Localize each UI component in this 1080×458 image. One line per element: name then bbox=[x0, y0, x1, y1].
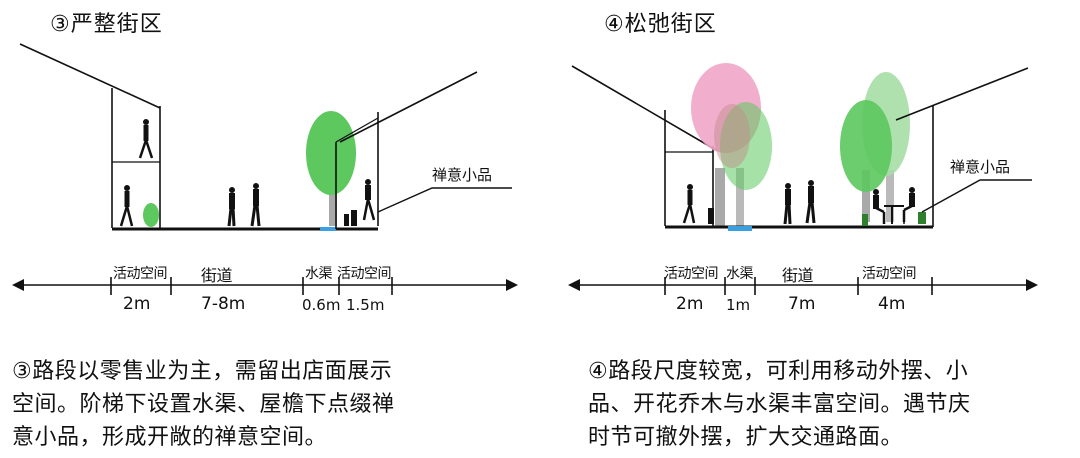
right-green-trees bbox=[840, 72, 910, 222]
right-section-title: ④松弛街区 bbox=[604, 12, 717, 37]
right-description-line: 时节可撤外摆，扩大交通路面。 bbox=[588, 425, 904, 450]
left-building-people bbox=[119, 119, 154, 227]
right-segment-width: 2m bbox=[676, 294, 704, 314]
right-section-panel: ④松弛街区 bbox=[540, 0, 1080, 458]
left-small-bush bbox=[143, 203, 159, 227]
left-segment-width: 2m bbox=[123, 294, 151, 314]
right-dimension-axis bbox=[568, 277, 1038, 295]
right-street-people bbox=[783, 180, 816, 225]
left-description: ③路段以零售业为主，需留出店面展示 空间。阶梯下设置水渠、屋檐下点缀禅 意小品，… bbox=[12, 355, 512, 454]
right-segment-label: 街道 bbox=[782, 266, 814, 285]
right-segment-label: 活动空间 bbox=[862, 266, 917, 282]
right-flowering-trees bbox=[691, 63, 772, 226]
right-side-building bbox=[335, 71, 478, 231]
left-segment-label: 街道 bbox=[201, 266, 233, 285]
left-street-tree bbox=[306, 111, 356, 226]
right-segment-width: 1m bbox=[726, 296, 751, 314]
right-description: ④路段尺度较宽，可利用移动外摆、小 品、开花乔木与水渠丰富空间。遇节庆 时节可撤… bbox=[588, 355, 1078, 454]
left-zen-callout-label: 禅意小品 bbox=[432, 166, 493, 184]
right-description-line: 品、开花乔木与水渠丰富空间。遇节庆 bbox=[588, 392, 971, 417]
left-segment-label: 水渠 bbox=[305, 266, 333, 282]
left-segment-label: 活动空间 bbox=[113, 266, 168, 282]
right-description-line: ④路段尺度较宽，可利用移动外摆、小 bbox=[588, 359, 969, 384]
left-segment-label: 活动空间 bbox=[337, 266, 392, 282]
left-dimension-axis bbox=[12, 277, 518, 295]
left-section-panel: ③严整街区 bbox=[12, 12, 518, 454]
right-segment-label: 水渠 bbox=[726, 266, 754, 282]
left-segment-width: 1.5m bbox=[346, 296, 385, 314]
left-description-line: 意小品，形成开敞的禅意空间。 bbox=[12, 425, 328, 450]
right-segment-width: 7m bbox=[788, 294, 816, 314]
left-section-title: ③严整街区 bbox=[50, 12, 163, 37]
right-right-building bbox=[895, 67, 1029, 227]
left-water-channel bbox=[320, 227, 336, 231]
left-description-line: 空间。阶梯下设置水渠、屋檐下点缀禅 bbox=[12, 392, 395, 417]
right-building-person bbox=[682, 184, 714, 224]
left-callout-leader bbox=[377, 187, 512, 213]
left-zen-objects bbox=[344, 179, 376, 226]
right-zen-callout-label: 禅意小品 bbox=[950, 158, 1011, 176]
left-street-people bbox=[227, 183, 261, 227]
left-building bbox=[19, 43, 161, 228]
right-segment-width: 4m bbox=[878, 294, 906, 314]
left-section-diagram bbox=[12, 43, 518, 295]
right-section-diagram bbox=[568, 63, 1038, 295]
right-callout-leader bbox=[921, 179, 1032, 213]
left-segment-width: 7-8m bbox=[201, 294, 246, 314]
right-water-channel bbox=[728, 226, 752, 231]
left-segment-width: 0.6m bbox=[302, 296, 341, 314]
right-outdoor-seating bbox=[862, 187, 926, 226]
right-segment-label: 活动空间 bbox=[664, 266, 719, 282]
left-description-line: ③路段以零售业为主，需留出店面展示 bbox=[12, 359, 393, 384]
